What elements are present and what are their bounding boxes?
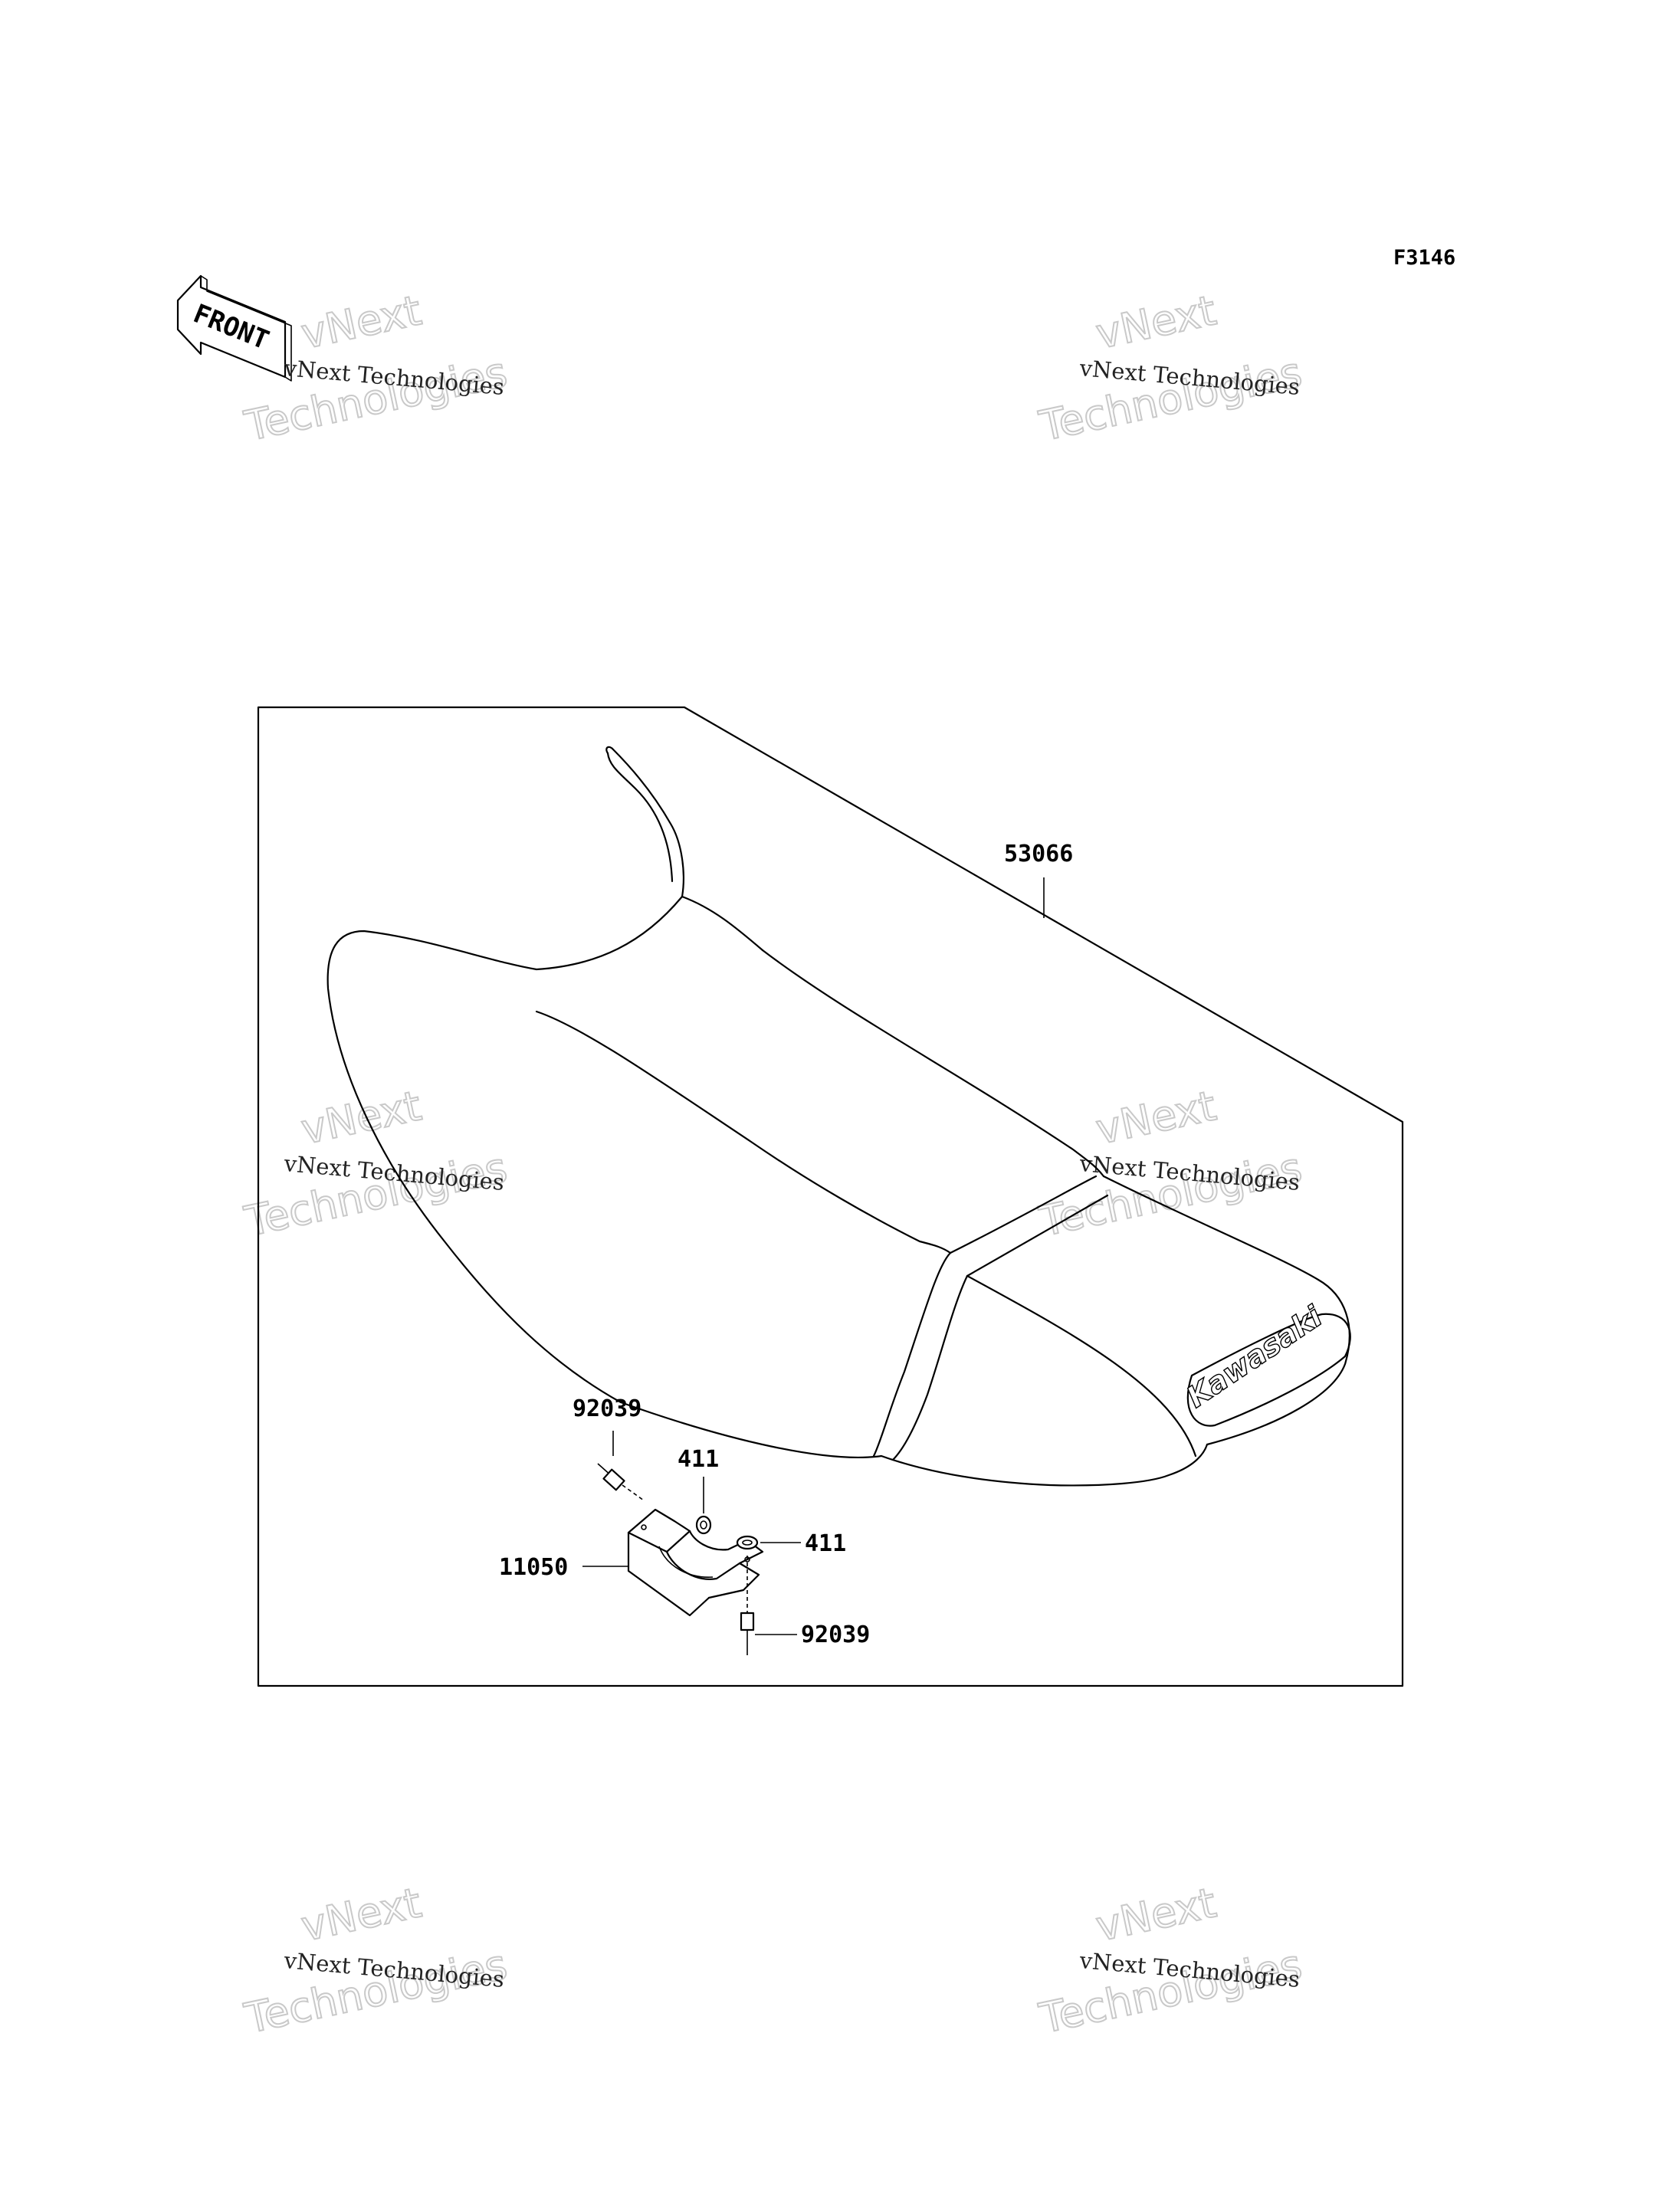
bolt-lower-icon	[740, 1556, 755, 1655]
front-arrow-label: FRONT	[189, 298, 274, 356]
callout-washer-upper: 411	[678, 1446, 719, 1473]
svg-text:vNext: vNext	[297, 286, 425, 358]
svg-text:vNext: vNext	[1092, 1878, 1220, 1950]
watermark-bottom-left: vNext Technologies vNext Technologies	[240, 1877, 512, 2044]
watermark-top-right: vNext Technologies vNext Technologies	[1035, 285, 1307, 451]
washer-upper-icon	[695, 1515, 712, 1535]
watermark-top-left: vNext Technologies vNext Technologies	[240, 285, 512, 451]
svg-text:vNext: vNext	[1092, 286, 1220, 358]
bracket-assembly: 92039 411 11050 411	[499, 1395, 870, 1655]
callout-bolt-lower: 92039	[801, 1622, 870, 1648]
watermark-mid-right: vNext Technologies vNext Technologies	[1035, 1080, 1307, 1247]
kawasaki-logo: Kawasaki	[1180, 1299, 1328, 1414]
bracket-icon	[627, 1508, 764, 1617]
figure-code: F3146	[1393, 246, 1455, 270]
callout-seat: 53066	[1004, 841, 1073, 867]
callout-bracket: 11050	[499, 1554, 568, 1581]
watermark-mid-left: vNext Technologies vNext Technologies	[240, 1080, 512, 1247]
svg-text:vNext: vNext	[297, 1081, 425, 1153]
watermark-bottom-right: vNext Technologies vNext Technologies	[1035, 1877, 1307, 2044]
svg-text:vNext: vNext	[297, 1878, 425, 1950]
washer-right-icon	[736, 1535, 759, 1550]
callout-washer-right: 411	[805, 1530, 846, 1557]
assembly-frame	[257, 706, 1404, 1687]
svg-text:vNext: vNext	[1092, 1081, 1220, 1153]
front-arrow-icon: FRONT	[176, 274, 292, 382]
callout-bolt-upper: 92039	[573, 1395, 641, 1422]
bolt-upper-icon	[597, 1463, 645, 1501]
